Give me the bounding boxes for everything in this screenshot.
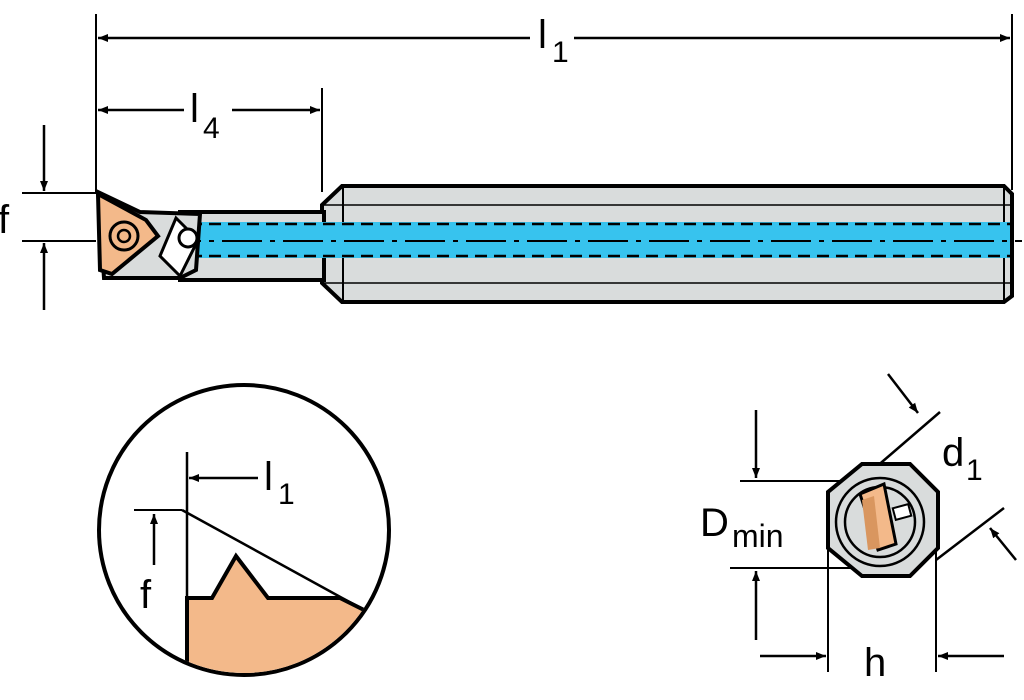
dimension-h: h	[760, 641, 1004, 685]
l1-label: l	[538, 13, 547, 57]
dimension-dmin: D min	[700, 410, 784, 640]
dimension-l1-detail: l 1	[189, 455, 295, 511]
dimension-d1: d 1	[887, 373, 1017, 561]
f-side-label: f	[0, 198, 10, 242]
l1-subscript: 1	[552, 36, 569, 69]
l4-label: l	[190, 87, 199, 131]
l1-detail-subscript: 1	[278, 478, 295, 511]
d1-subscript: 1	[966, 454, 983, 487]
detail-view: l 1 f	[97, 383, 391, 677]
side-view: l 1 l 4 f	[0, 13, 1022, 310]
insert-screw-icon	[108, 220, 140, 252]
l1-detail-label: l	[264, 455, 273, 499]
dimension-l4: l 4	[98, 87, 320, 145]
front-view: d 1 D min h	[700, 373, 1017, 685]
dmin-subscript: min	[732, 518, 784, 554]
d1-label: d	[942, 431, 964, 475]
l4-subscript: 4	[203, 112, 220, 145]
dimension-f-detail: f	[140, 514, 158, 617]
dimension-f-side: f	[0, 125, 96, 310]
h-label: h	[864, 641, 886, 685]
dimension-l1: l 1	[98, 13, 1010, 69]
f-detail-label: f	[140, 573, 152, 617]
dmin-label: D	[700, 501, 729, 545]
